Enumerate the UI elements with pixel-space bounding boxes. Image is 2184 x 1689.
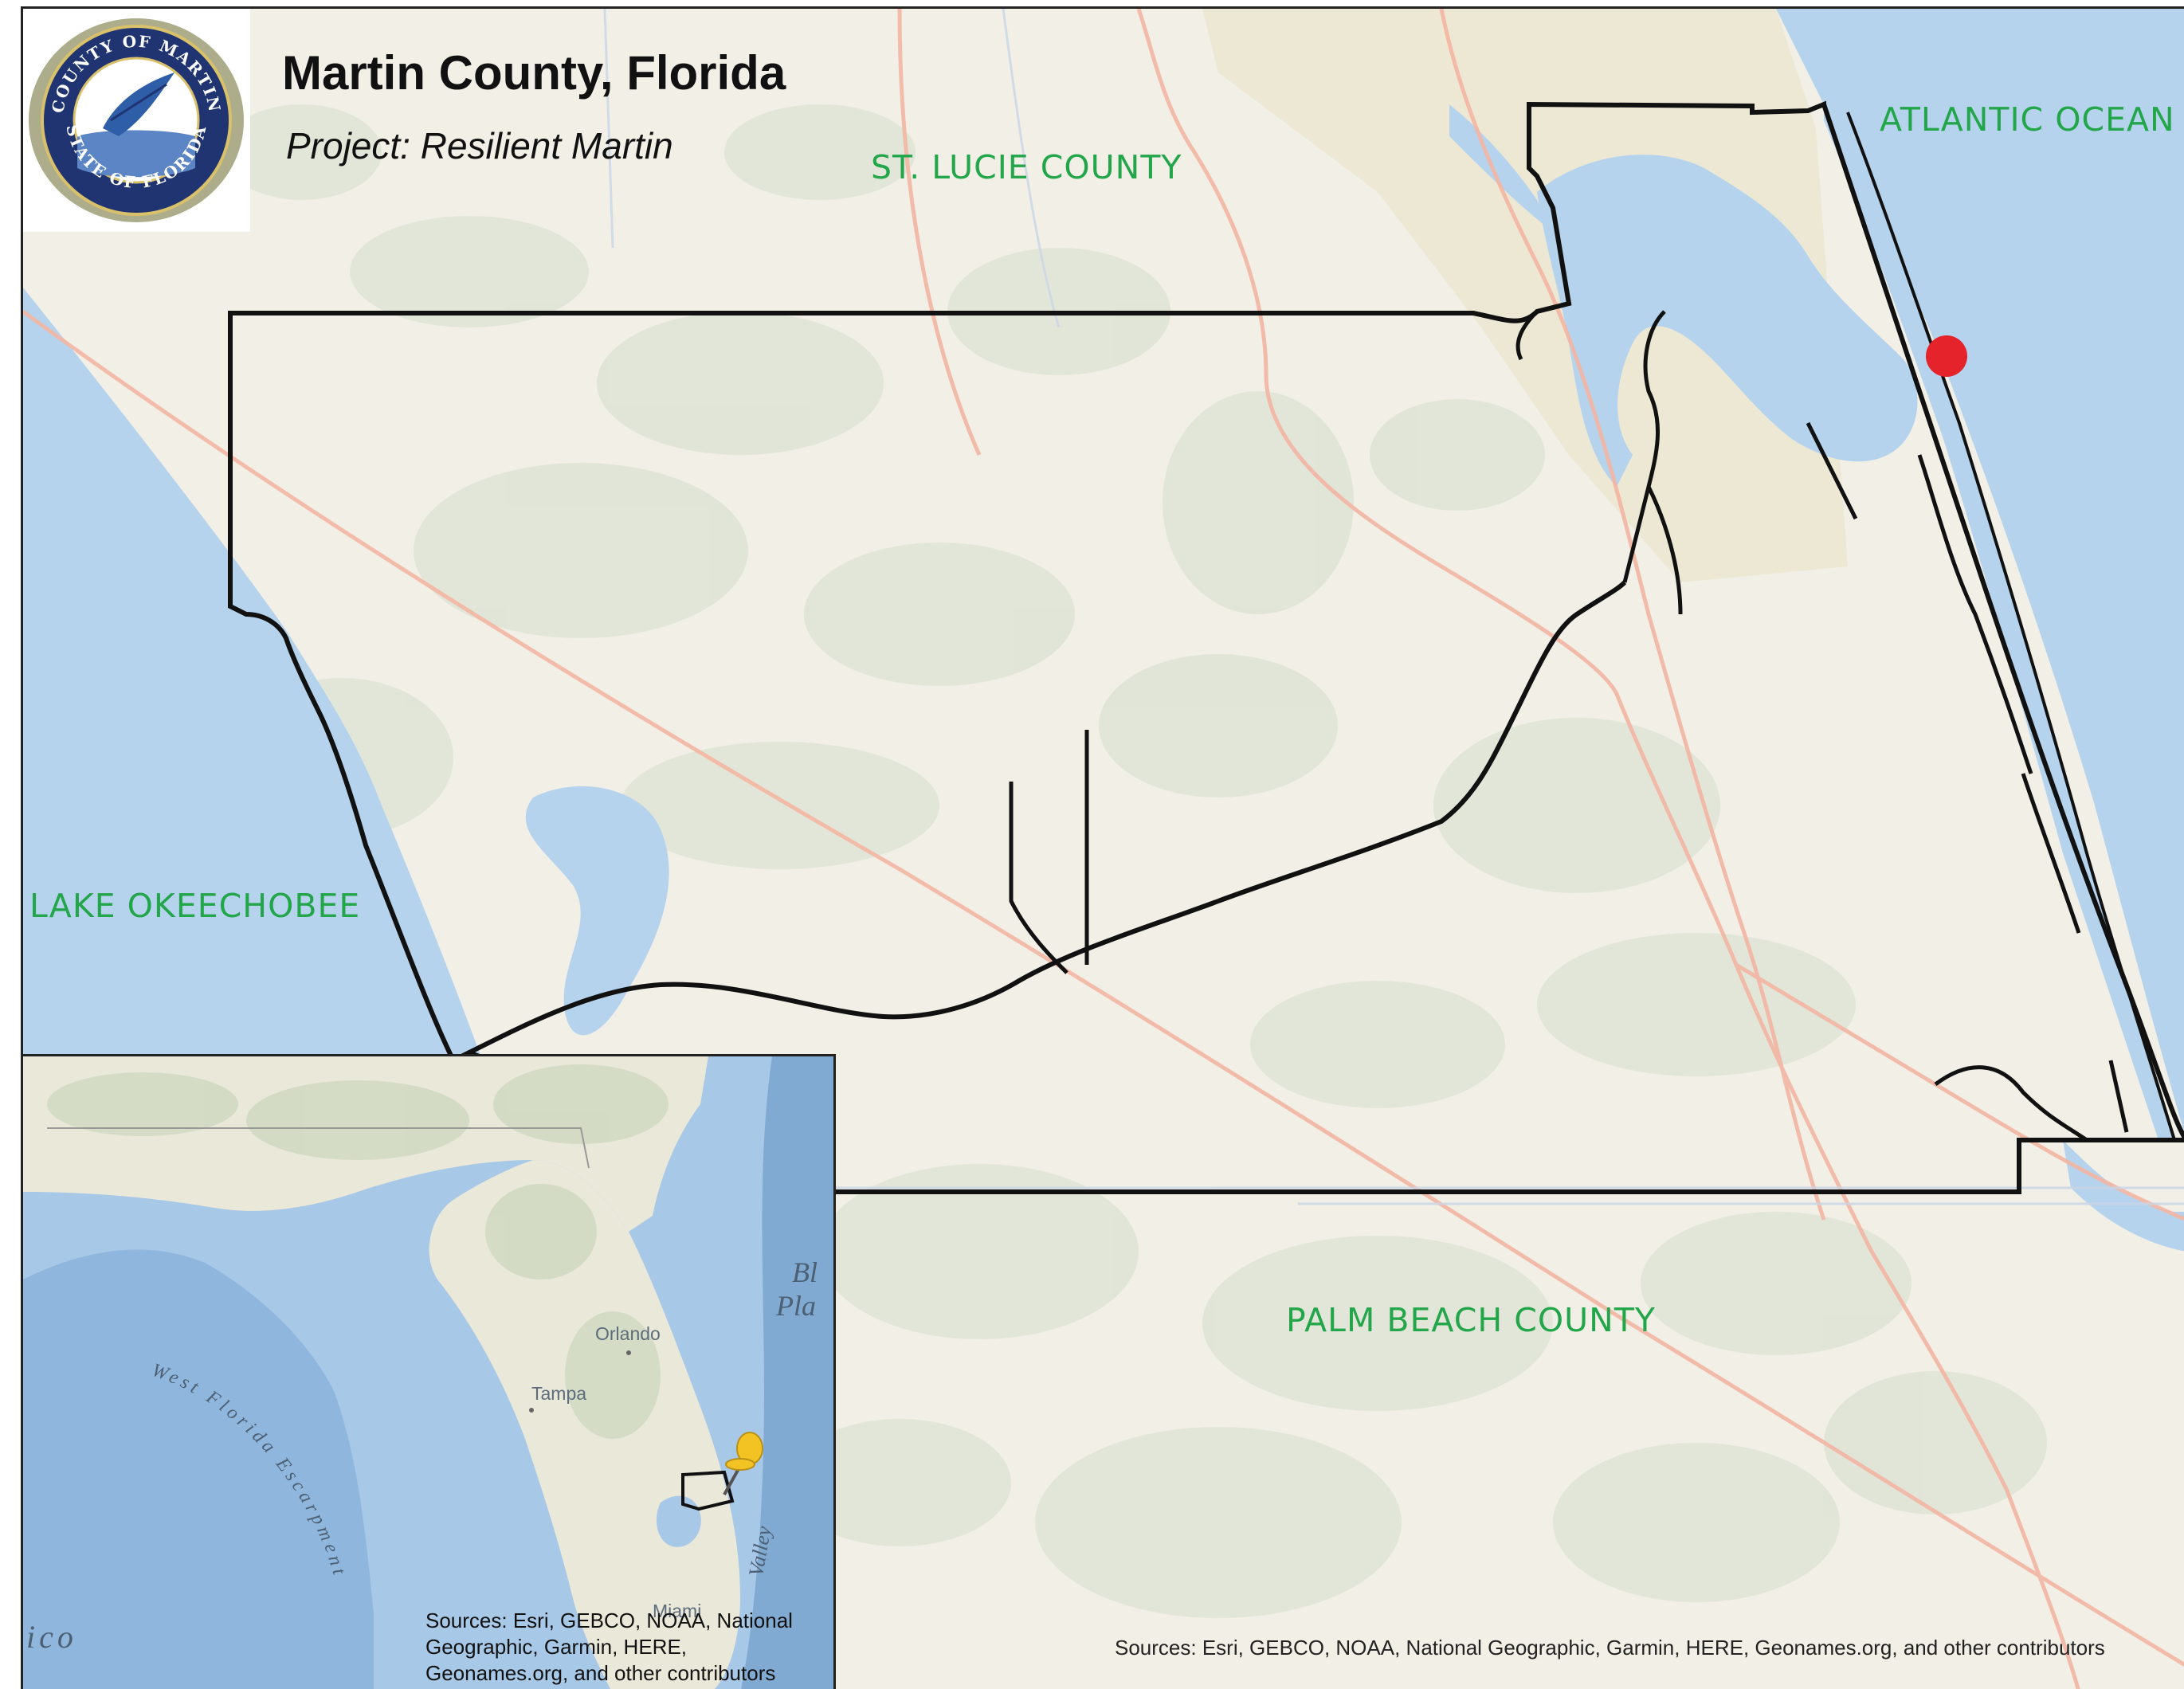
inset-label-blake-2: Pla [776,1290,816,1322]
roads [23,9,2184,1689]
small-lake [525,786,669,1036]
inset-county-outline [681,1470,735,1511]
inset-deep-gulf [23,1249,374,1689]
inset-sources: Sources: Esri, GEBCO, NOAA, National Geo… [425,1609,793,1685]
map-frame: COUNTY OF MARTIN STATE OF FLORIDA Martin… [21,6,2184,1689]
minor-roads [603,9,2184,1205]
coastal-barrier-line [1846,112,2176,1141]
inset-locator-map[interactable]: West Florida Escarpment Orlando Tampa Mi… [23,1054,836,1689]
pushpin-icon[interactable] [723,1432,763,1495]
inset-vegetation [47,1064,669,1439]
inset-orlando-dot [626,1350,631,1355]
county-boundary [228,101,2184,1194]
inset-lake-okeechobee [657,1495,701,1547]
canal-1 [1009,782,1068,974]
loxahatchee-river [2063,1140,2184,1252]
location-marker-icon[interactable] [1926,335,1967,377]
map-title: Martin County, Florida [282,46,786,100]
atlantic-ocean [1776,9,2184,1132]
inset-label-mexico: ico [26,1619,77,1655]
label-lake-okeechobee: LAKE OKEECHOBEE [29,887,361,925]
estuary [1537,155,1918,487]
label-st-lucie-county: ST. LUCIE COUNTY [871,148,1182,186]
inset-label-tampa: Tampa [531,1383,587,1404]
label-atlantic-ocean: ATLANTIC OCEAN [1880,100,2175,139]
label-palm-beach-county: PALM BEACH COUNTY [1286,1301,1656,1339]
inset-tampa-dot [529,1408,534,1413]
logo-box: COUNTY OF MARTIN STATE OF FLORIDA [23,9,250,232]
inset-label-miami: Miami [653,1601,702,1621]
map-subtitle: Project: Resilient Martin [286,125,673,167]
county-seal-icon: COUNTY OF MARTIN STATE OF FLORIDA [29,18,244,222]
inset-state-line [47,1127,590,1169]
lake-okeechobee [23,288,485,1068]
inset-label-orlando: Orlando [595,1323,661,1344]
inner-boundary-road [468,580,1627,1055]
north-fork-river [1449,104,1553,232]
inset-map-graphic: West Florida Escarpment [23,1056,833,1689]
main-map-sources: Sources: Esri, GEBCO, NOAA, National Geo… [1115,1636,2105,1660]
inset-deep-atlantic [741,1056,833,1689]
vegetation-patches [222,104,2047,1618]
urban-area [1202,9,1848,582]
inset-label-blake-1: Bl [792,1256,818,1288]
river-channels [1515,310,2129,1142]
